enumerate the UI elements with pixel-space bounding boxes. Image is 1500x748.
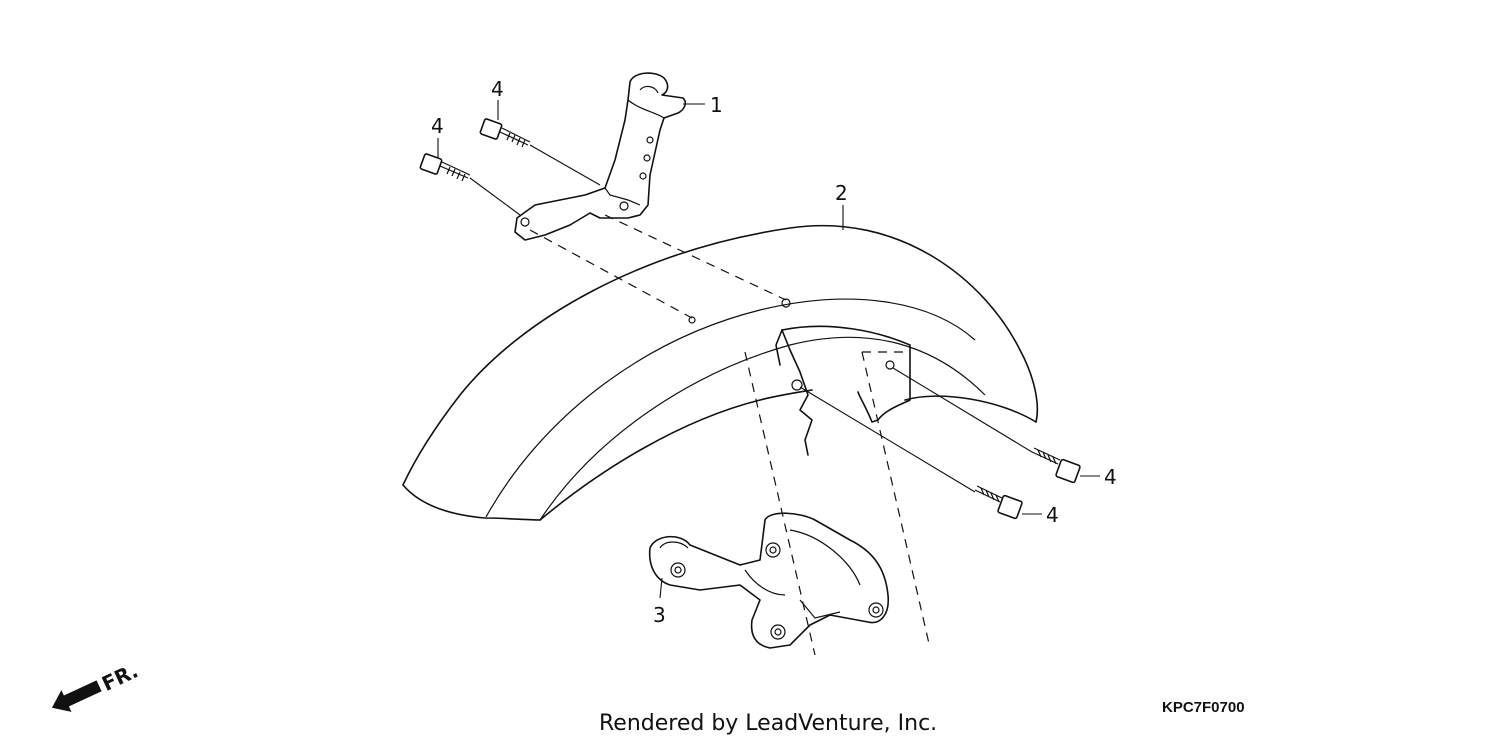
diagram-code: KPC7F0700	[1162, 699, 1245, 716]
render-credit: Rendered by LeadVenture, Inc.	[599, 711, 937, 736]
callout-bolt-left: 4	[431, 114, 444, 138]
bolt-right-lower	[974, 485, 1023, 520]
bolt-right-upper	[1031, 447, 1081, 484]
callout-bolt-top: 4	[491, 77, 504, 101]
bolt-left	[419, 153, 471, 182]
callout-part-3: 3	[653, 603, 666, 627]
callout-part-2: 2	[835, 181, 848, 205]
fork-brace	[648, 512, 890, 649]
callout-bolt-right-upper: 4	[1104, 465, 1117, 489]
front-fender	[402, 224, 1039, 521]
callout-part-1: 1	[710, 93, 723, 117]
front-direction-label: FR.	[98, 658, 142, 695]
assembly-lines	[469, 144, 1033, 656]
front-direction-arrow-icon: FR.	[51, 658, 142, 712]
bolt-top	[479, 118, 531, 148]
callout-bolt-right-lower: 4	[1046, 503, 1059, 527]
callout-leaders	[437, 100, 1100, 599]
fender-bracket	[514, 72, 686, 241]
